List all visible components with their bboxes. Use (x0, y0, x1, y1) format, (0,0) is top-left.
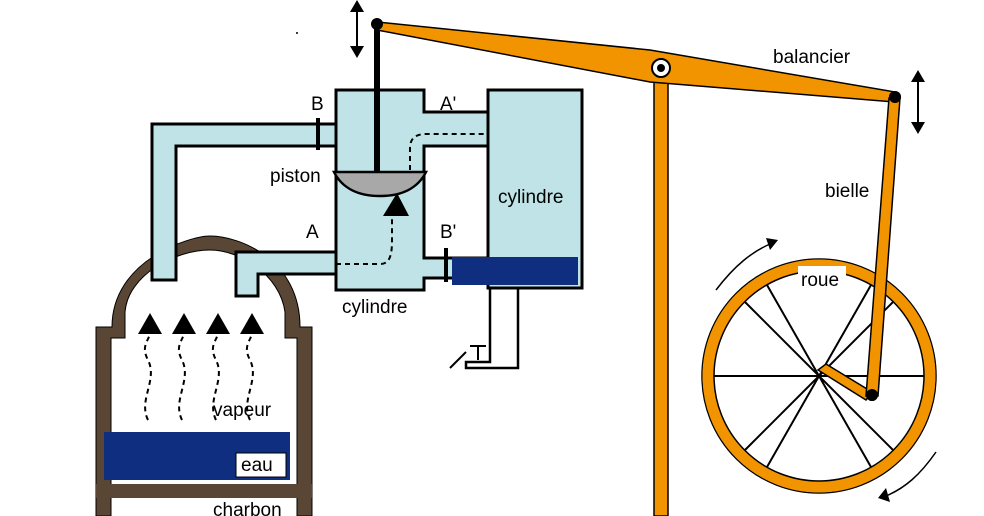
balancier-label: balancier (773, 47, 851, 68)
exhaust-path-dashed (409, 133, 500, 170)
valve-B-prime (444, 248, 448, 282)
eau-label: eau (241, 455, 273, 476)
valve-A-prime-label: A' (440, 94, 456, 115)
beam-pivot-center (657, 64, 665, 72)
right-cylinder: cylindre (449, 88, 584, 370)
boiler-floor (96, 484, 312, 498)
drain-outlet (449, 345, 486, 369)
roue-label: roue (801, 270, 839, 291)
boiler: eau charbon vapeur (95, 235, 313, 516)
bielle-rod (865, 97, 901, 397)
charbon-label: charbon (213, 500, 282, 516)
wheel: roue (701, 238, 937, 502)
valve-B (316, 118, 320, 150)
piston-rod (374, 24, 380, 174)
piston (331, 170, 429, 198)
stray-dot (296, 32, 298, 34)
drain-pipe (464, 288, 520, 370)
valve-A-label: A (306, 222, 319, 243)
bielle-bottom-joint (866, 389, 878, 401)
steam-flow (143, 331, 254, 421)
rotation-arrow-bottom (885, 451, 937, 497)
bielle-top-joint (889, 91, 901, 103)
steam-path-dashed (336, 214, 393, 265)
wheel-rim (701, 258, 937, 494)
roue-label-bg (798, 266, 846, 290)
steam-arrowheads (138, 313, 264, 334)
beam-assembly: balancier (350, 0, 925, 516)
wheel-rim-fill (702, 259, 936, 493)
condenser-water (452, 257, 578, 285)
vapeur-label: vapeur (213, 400, 272, 421)
right-motion-arrow (911, 70, 925, 134)
steam-arrow-up (383, 193, 409, 216)
wheel-spokes (714, 284, 924, 468)
piston-label: piston (270, 166, 321, 187)
valve-B-prime-label: B' (440, 222, 456, 243)
bielle-label: bielle (825, 181, 869, 202)
rotation-arrow-top (715, 243, 771, 291)
left-motion-arrow (350, 0, 364, 58)
eau-label-box (235, 452, 287, 478)
beam-left-joint (371, 18, 383, 30)
valve-B-label: B (311, 94, 324, 115)
rotation-arrowhead-bottom (878, 488, 890, 502)
cylindre-right-label: cylindre (498, 187, 563, 208)
condenser-body (486, 88, 584, 290)
steam-pipes (150, 122, 338, 298)
beam-post (653, 67, 669, 516)
connecting-rod: bielle (825, 91, 901, 401)
rotation-arrowhead-top (766, 238, 778, 250)
cylindre-left-label: cylindre (342, 297, 407, 318)
left-cylinder: piston B A' A B' cylindre (270, 24, 526, 318)
